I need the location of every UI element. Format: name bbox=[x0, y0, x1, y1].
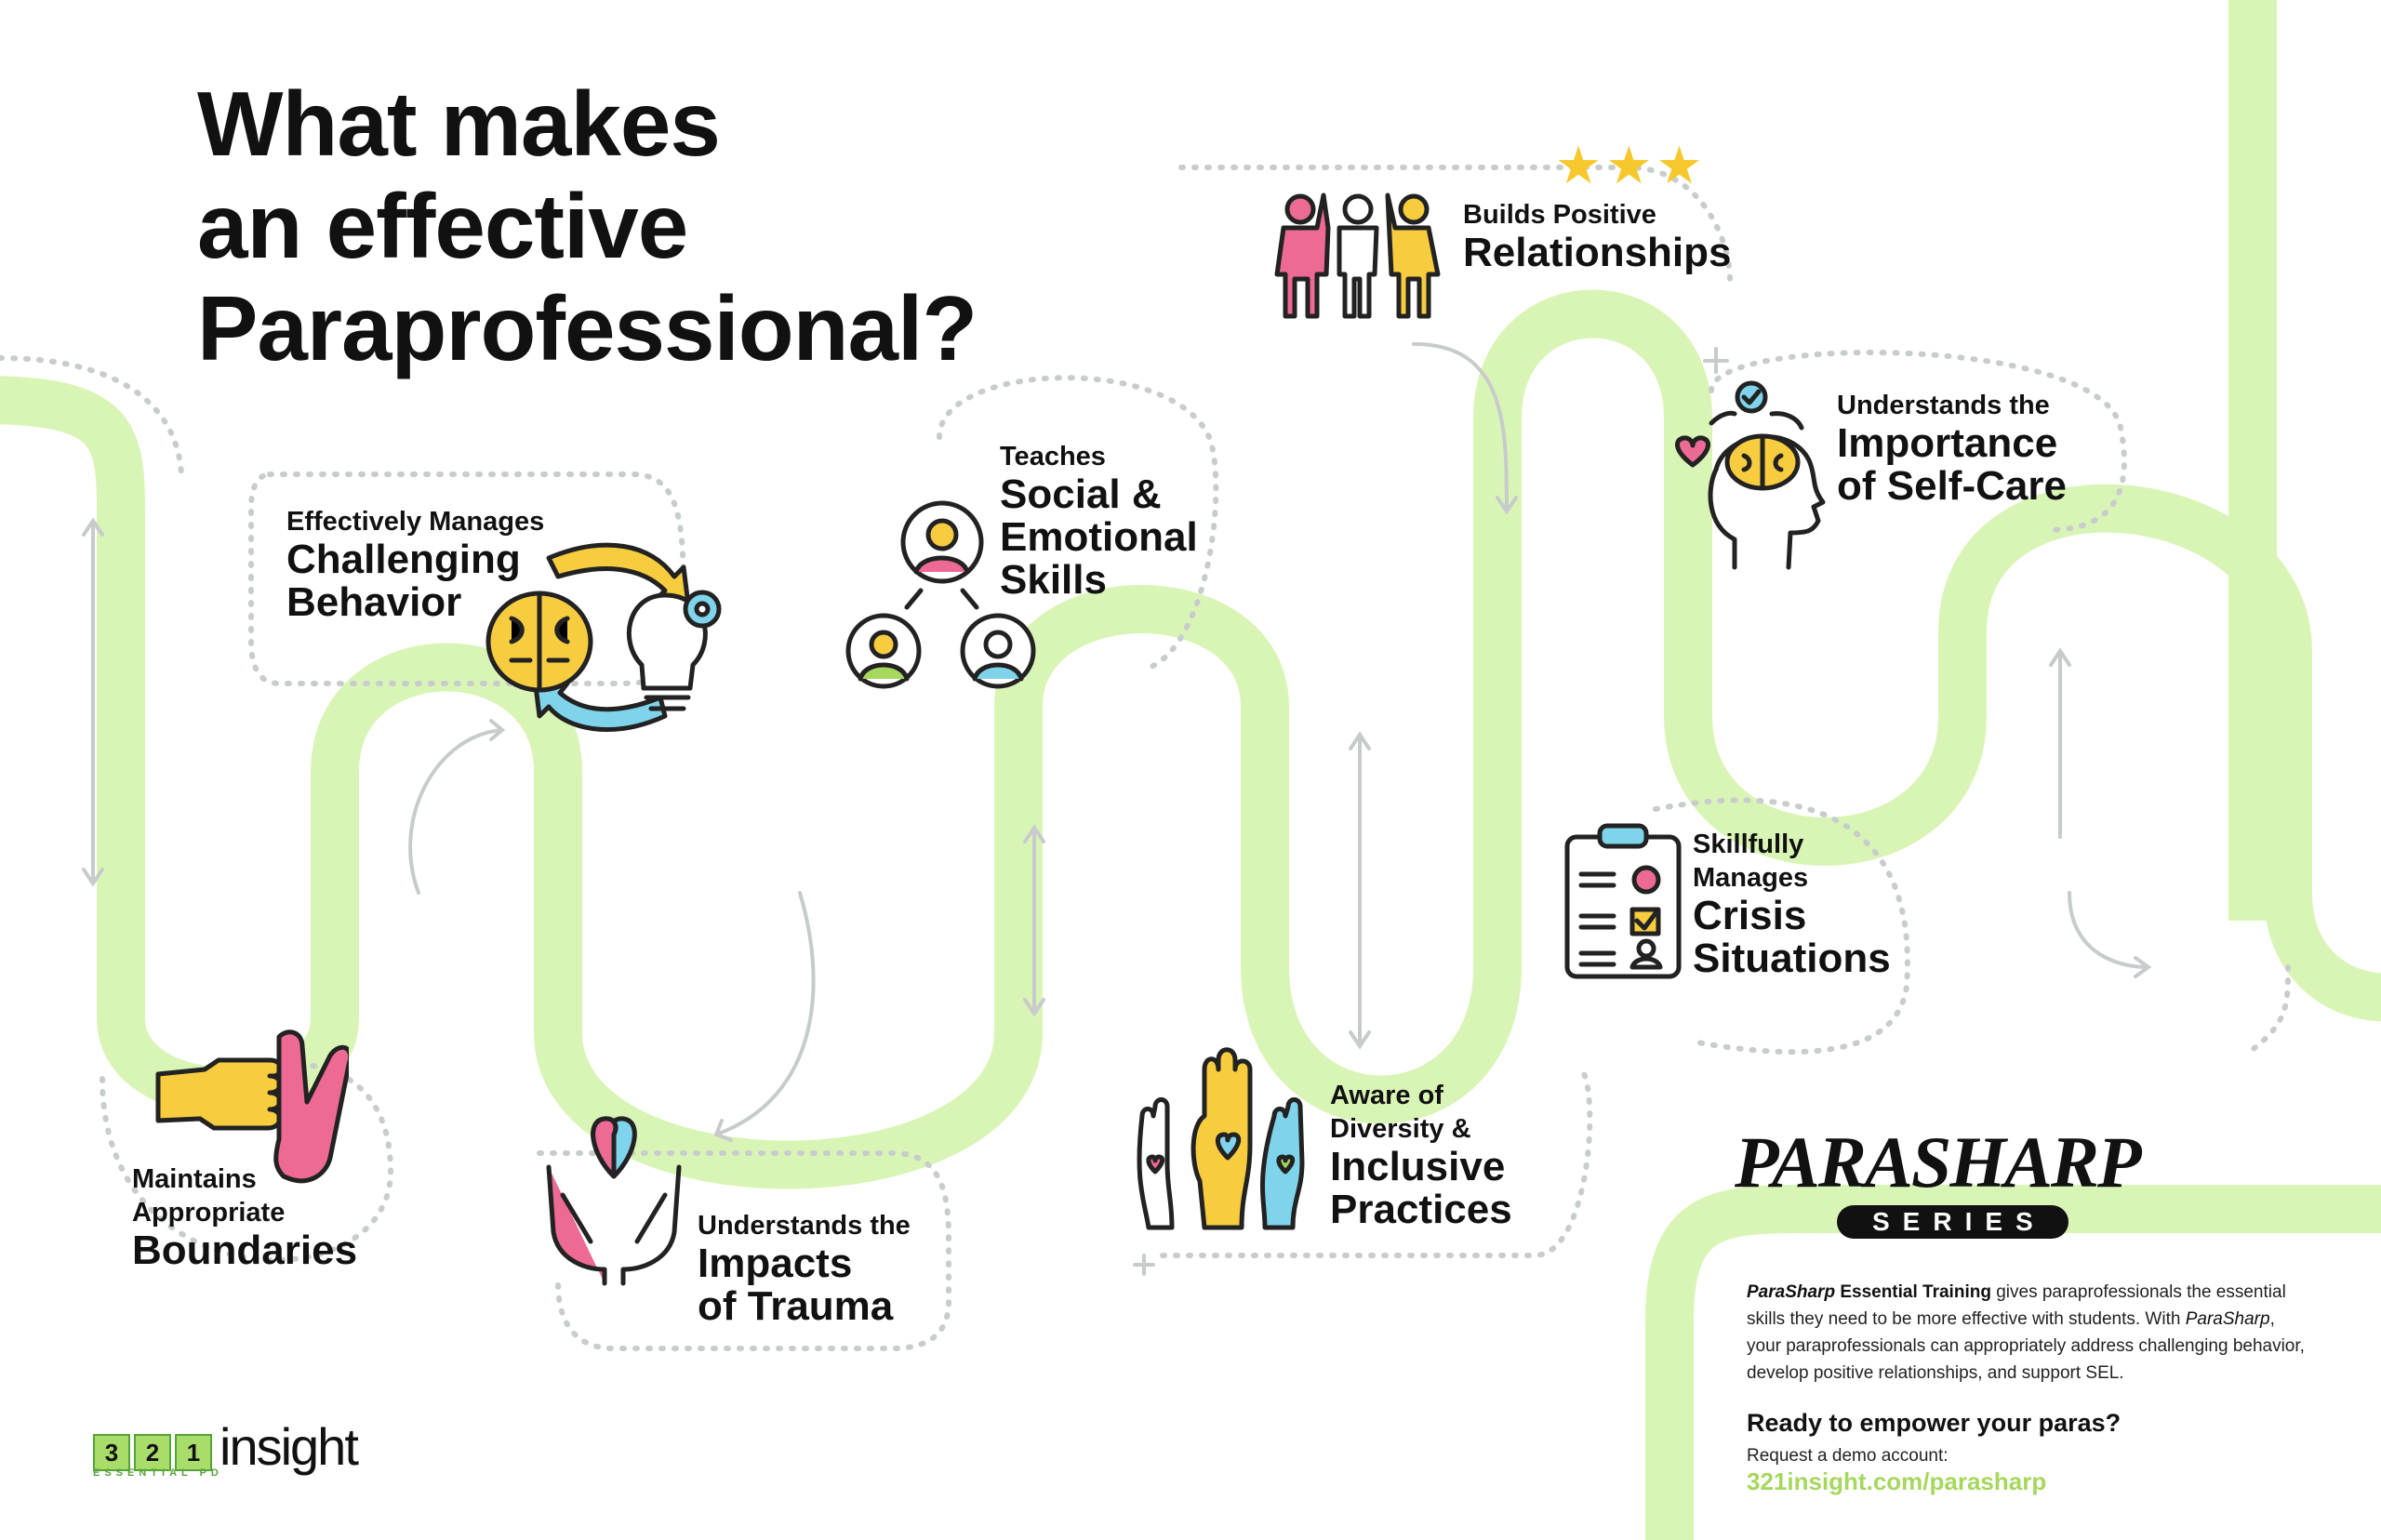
star-icon: ★ bbox=[1656, 136, 1707, 194]
stop-inclusive-practices: Aware of Diversity & Inclusive Practices bbox=[1330, 1079, 1512, 1231]
stop-small-label-2: Diversity & bbox=[1330, 1114, 1471, 1144]
stop-big-label-3: Skills bbox=[1000, 557, 1107, 603]
desc-text-1: gives paraprofessionals the essential sk… bbox=[1747, 1282, 2286, 1329]
stop-crisis: Skillfully Manages Crisis Situations bbox=[1693, 828, 1891, 980]
logo-digit-box: 2 bbox=[134, 1434, 171, 1471]
high-five-people-icon bbox=[1274, 192, 1441, 319]
star-icon: ★ bbox=[1555, 136, 1606, 194]
stop-small-label: Effectively Manages bbox=[286, 507, 545, 537]
stop-small-label: Maintains bbox=[132, 1164, 257, 1194]
stop-small-label: Builds Positive bbox=[1463, 200, 1656, 230]
stop-big-label: Crisis bbox=[1693, 893, 1807, 938]
stop-big-label-2: Situations bbox=[1693, 936, 1891, 981]
stop-small-label-2: Appropriate bbox=[132, 1198, 286, 1228]
stop-big-label: Importance bbox=[1837, 420, 2058, 466]
title-line-3: Paraprofessional? bbox=[197, 277, 978, 379]
stop-big-label: Inclusive bbox=[1330, 1144, 1506, 1189]
head-brain-heart-icon bbox=[1675, 380, 1826, 570]
fist-and-hand-icon bbox=[155, 1029, 349, 1184]
demo-link[interactable]: 321insight.com/parasharp bbox=[1747, 1467, 2047, 1495]
logo-word: insight bbox=[219, 1417, 359, 1476]
stop-big-label-2: Behavior bbox=[286, 579, 462, 625]
logo-digit-box: 1 bbox=[175, 1434, 212, 1471]
raised-hands-hearts-icon bbox=[1137, 1047, 1305, 1230]
logo-digit-box: 3 bbox=[93, 1434, 130, 1471]
parasharp-brand: PARASHARP SERIES bbox=[1735, 1125, 2162, 1239]
stop-small-label: Teaches bbox=[1000, 442, 1106, 471]
stop-small-label: Aware of bbox=[1330, 1081, 1443, 1110]
title-line-2: an effective bbox=[197, 175, 688, 277]
stop-big-label-2: Practices bbox=[1330, 1187, 1512, 1232]
desc-bold: Essential Training bbox=[1840, 1282, 1991, 1302]
stop-big-label: Challenging bbox=[286, 537, 521, 582]
stop-boundaries: Maintains Appropriate Boundaries bbox=[132, 1162, 357, 1272]
stop-relationships: Builds Positive Relationships bbox=[1463, 198, 1732, 274]
desc-brand-italic: ParaSharp bbox=[1747, 1282, 1836, 1302]
star-icon: ★ bbox=[1605, 136, 1656, 194]
direction-arrows bbox=[82, 342, 2152, 1276]
stop-big-label: Social & bbox=[1000, 471, 1162, 517]
winding-road bbox=[0, 289, 2381, 1189]
road-edge-right bbox=[2228, 0, 2277, 921]
hands-heart-icon bbox=[546, 1116, 682, 1286]
page-title: What makes an effective Paraprofessional… bbox=[197, 73, 978, 379]
stop-self-care: Understands the Importance of Self-Care bbox=[1837, 389, 2067, 508]
cta-heading: Ready to empower your paras? bbox=[1747, 1409, 2122, 1437]
stop-small-label: Skillfully bbox=[1693, 830, 1804, 859]
stop-small-label-2: Manages bbox=[1693, 863, 1809, 893]
brand-logo-wordmark: PARASHARP bbox=[1735, 1122, 2142, 1202]
stop-social-emotional: Teaches Social & Emotional Skills bbox=[1000, 440, 1198, 602]
stop-big-label: Relationships bbox=[1463, 230, 1732, 275]
people-network-icon bbox=[845, 500, 1036, 689]
stop-big-label-2: Emotional bbox=[1000, 514, 1198, 560]
desc-brand-italic-2: ParaSharp bbox=[2185, 1309, 2270, 1329]
stop-big-label-2: of Trauma bbox=[698, 1283, 894, 1329]
clipboard-checklist-icon bbox=[1564, 823, 1682, 979]
brand-description: ParaSharp Essential Training gives parap… bbox=[1747, 1279, 2305, 1387]
logo-subtitle: ESSENTIAL PD bbox=[93, 1467, 223, 1479]
request-demo-text: Request a demo account: bbox=[1747, 1446, 1949, 1466]
stop-challenging-behavior: Effectively Manages Challenging Behavior bbox=[286, 505, 544, 624]
321-insight-logo: 3 2 1 insight ESSENTIAL PD bbox=[93, 1417, 359, 1479]
title-line-1: What makes bbox=[197, 73, 721, 175]
stop-big-label: Boundaries bbox=[132, 1228, 358, 1273]
brand-series-badge: SERIES bbox=[1837, 1205, 2068, 1239]
stop-small-label: Understands the bbox=[1837, 391, 2050, 420]
rating-stars: ★★★ bbox=[1555, 135, 1707, 196]
stop-big-label: Impacts bbox=[698, 1241, 853, 1286]
stop-big-label-2: of Self-Care bbox=[1837, 463, 2067, 509]
road-dash-markings bbox=[146, 416, 2012, 1007]
stop-small-label: Understands the bbox=[698, 1211, 911, 1241]
brain-lightbulb-cycle-icon bbox=[486, 542, 722, 732]
road-branch-bottom bbox=[1645, 1185, 2381, 1540]
stop-trauma: Understands the Impacts of Trauma bbox=[698, 1209, 911, 1328]
desc-text-2: , your paraprofessionals can appropriate… bbox=[1747, 1309, 2305, 1383]
